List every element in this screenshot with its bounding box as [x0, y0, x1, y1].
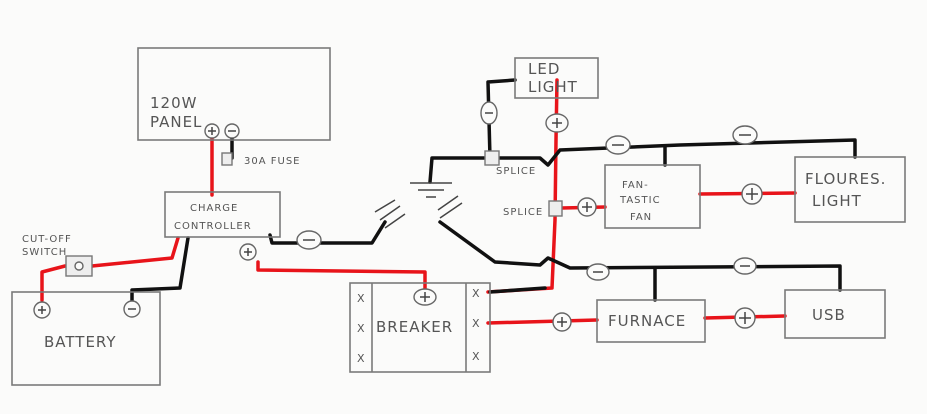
- wire-switch-battery: [40, 264, 67, 302]
- battery-positive-terminal: [33, 301, 51, 319]
- breaker-positive-terminal: [413, 288, 437, 306]
- led-negative-terminal: [480, 101, 498, 125]
- fuse-label: 30A FUSE: [244, 156, 300, 167]
- led-positive-terminal: [545, 113, 569, 133]
- fan-label-1: FAN-: [622, 180, 649, 191]
- usb-box: [784, 289, 886, 339]
- switch-label-1: CUT-OFF: [22, 234, 72, 245]
- breaker-box: [349, 282, 491, 373]
- wire-controller-battery-neg: [130, 236, 190, 302]
- breaker-slot-mark: X: [472, 350, 480, 363]
- switch-label-2: SWITCH: [22, 247, 67, 258]
- panel-positive-terminal: [204, 123, 220, 139]
- splice-top-icon: [484, 150, 500, 166]
- led-label-2: LIGHT: [528, 78, 578, 96]
- breaker-slot-mark: X: [357, 292, 365, 305]
- splice-mid-label: SPLICE: [503, 207, 543, 218]
- cut-off-switch-icon: [65, 255, 93, 277]
- fan-negative-terminal: [605, 135, 631, 155]
- wire-loads-negative: [438, 220, 842, 292]
- breaker-slot-mark: X: [357, 352, 365, 365]
- splice-mid-icon: [548, 200, 563, 217]
- charge-controller-box: [164, 191, 281, 238]
- solar-panel-box: [137, 47, 331, 141]
- fan-label-2: TASTIC: [619, 195, 661, 206]
- wire-led-negative: [486, 78, 517, 160]
- battery-negative-terminal: [123, 300, 141, 318]
- splice-top-label: SPLICE: [496, 166, 536, 177]
- fantastic-fan-box: [604, 164, 701, 229]
- usb-negative-terminal: [733, 257, 757, 275]
- furnace-box: [596, 299, 706, 343]
- battery-label: BATTERY: [44, 333, 117, 351]
- fluor-negative-terminal: [732, 125, 758, 145]
- controller-label-2: CONTROLLER: [174, 221, 252, 232]
- controller-label-1: CHARGE: [190, 203, 238, 214]
- usb-positive-terminal: [734, 307, 756, 329]
- fluor-label-2: LIGHT: [812, 192, 862, 210]
- controller-negative-terminal: [296, 230, 322, 250]
- breaker-slot-mark: X: [472, 317, 480, 330]
- wire-controller-switch: [90, 236, 180, 268]
- furnace-label: FURNACE: [608, 312, 686, 330]
- controller-positive-terminal: [239, 243, 257, 261]
- wire-controller-negative: [268, 220, 387, 245]
- battery-box: [11, 291, 161, 386]
- wire-controller-breaker: [256, 260, 427, 292]
- furnace-negative-terminal: [586, 263, 610, 281]
- led-light-box: [514, 57, 599, 99]
- fluor-positive-terminal: [741, 183, 763, 205]
- panel-negative-terminal: [224, 123, 240, 139]
- fan-positive-terminal: [577, 197, 597, 217]
- fluor-label-1: FLOURES.: [805, 170, 886, 188]
- wire-ground-led: [428, 138, 857, 184]
- fan-label-3: FAN: [630, 212, 652, 223]
- wire-breaker-furnace: [486, 318, 599, 325]
- wire-breaker-neg-link: [488, 286, 547, 294]
- led-label-1: LED: [528, 60, 560, 78]
- panel-label-1: 120W: [150, 94, 197, 112]
- ground-symbol: [374, 182, 463, 229]
- fuse-icon: [221, 152, 233, 166]
- furnace-positive-terminal: [552, 312, 572, 332]
- fluorescent-light-box: [794, 156, 906, 223]
- panel-label-2: PANEL: [150, 113, 202, 131]
- breaker-slot-mark: X: [472, 287, 480, 300]
- breaker-slot-mark: X: [357, 322, 365, 335]
- breaker-label: BREAKER: [376, 318, 453, 336]
- usb-label: USB: [812, 306, 846, 324]
